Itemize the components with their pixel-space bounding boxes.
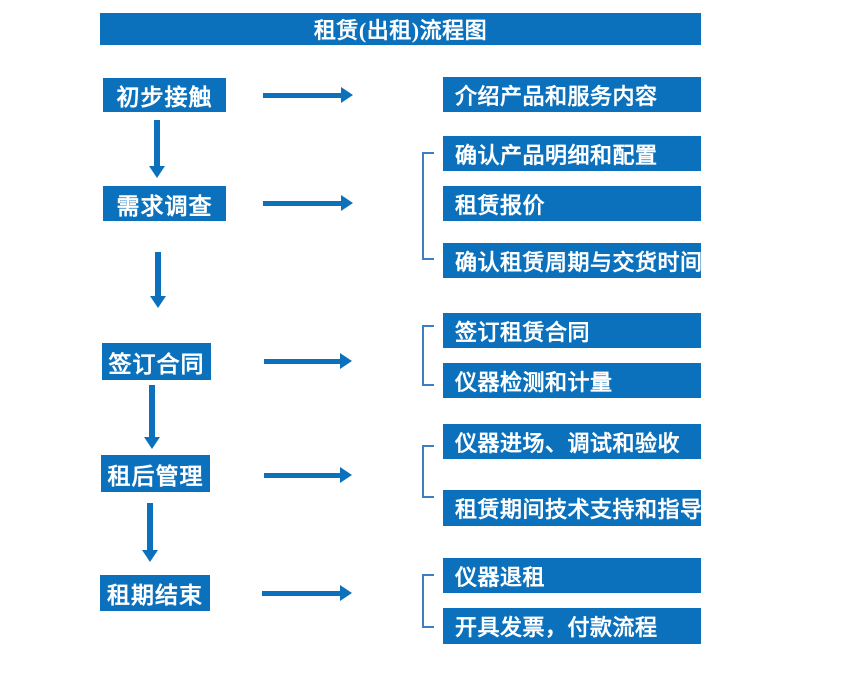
right-arrow-1 xyxy=(263,87,353,103)
down-arrow-1 xyxy=(149,120,165,178)
detail-box-invoice-payment: 开具发票，付款流程 xyxy=(443,608,701,644)
down-arrow-3-head-icon xyxy=(144,437,160,449)
detail-box-sign-rental-contract: 签订租赁合同 xyxy=(443,313,701,348)
stage-box-demand-survey: 需求调查 xyxy=(103,186,226,221)
down-arrow-4 xyxy=(142,503,158,562)
right-arrow-3 xyxy=(264,353,352,369)
right-arrow-1-head-icon xyxy=(341,87,353,103)
down-arrow-2-shaft xyxy=(155,252,161,297)
detail-box-rental-quote: 租赁报价 xyxy=(443,186,701,221)
stage-box-sign-contract: 签订合同 xyxy=(102,343,211,380)
stage-box-post-rental-mgmt: 租后管理 xyxy=(101,455,210,492)
right-arrow-2-head-icon xyxy=(341,195,353,211)
detail-box-instrument-testing: 仪器检测和计量 xyxy=(443,363,701,398)
right-arrow-3-head-icon xyxy=(340,353,352,369)
right-arrow-4-shaft xyxy=(264,472,341,478)
stage-box-initial-contact: 初步接触 xyxy=(103,78,226,112)
right-arrow-3-shaft xyxy=(264,358,341,364)
detail-box-instrument-return: 仪器退租 xyxy=(443,558,701,593)
right-arrow-5 xyxy=(262,585,352,601)
down-arrow-1-shaft xyxy=(154,120,160,167)
down-arrow-3 xyxy=(144,385,160,449)
detail-box-instrument-entry: 仪器进场、调试和验收 xyxy=(443,424,701,459)
right-arrow-5-head-icon xyxy=(340,585,352,601)
group-bracket-post-rental-mgmt xyxy=(422,445,434,498)
down-arrow-1-head-icon xyxy=(149,166,165,178)
down-arrow-4-shaft xyxy=(147,503,153,551)
down-arrow-4-head-icon xyxy=(142,550,158,562)
detail-box-confirm-period: 确认租赁周期与交货时间 xyxy=(443,243,702,278)
right-arrow-4-head-icon xyxy=(340,467,352,483)
down-arrow-2-head-icon xyxy=(150,296,166,308)
right-arrow-1-shaft xyxy=(263,92,342,98)
group-bracket-rental-end xyxy=(422,574,434,628)
right-arrow-2-shaft xyxy=(263,200,342,206)
flowchart-title: 租赁(出租)流程图 xyxy=(100,13,701,45)
right-arrow-4 xyxy=(264,467,352,483)
group-bracket-demand-survey xyxy=(422,152,434,260)
detail-box-tech-support: 租赁期间技术支持和指导 xyxy=(443,490,702,526)
group-bracket-sign-contract xyxy=(422,325,434,386)
stage-box-rental-end: 租期结束 xyxy=(100,575,210,611)
right-arrow-2 xyxy=(263,195,353,211)
down-arrow-3-shaft xyxy=(149,385,155,438)
down-arrow-2 xyxy=(150,252,166,308)
right-arrow-5-shaft xyxy=(262,590,341,596)
detail-box-introduce-products: 介绍产品和服务内容 xyxy=(443,77,701,112)
detail-box-confirm-product-spec: 确认产品明细和配置 xyxy=(443,136,701,171)
